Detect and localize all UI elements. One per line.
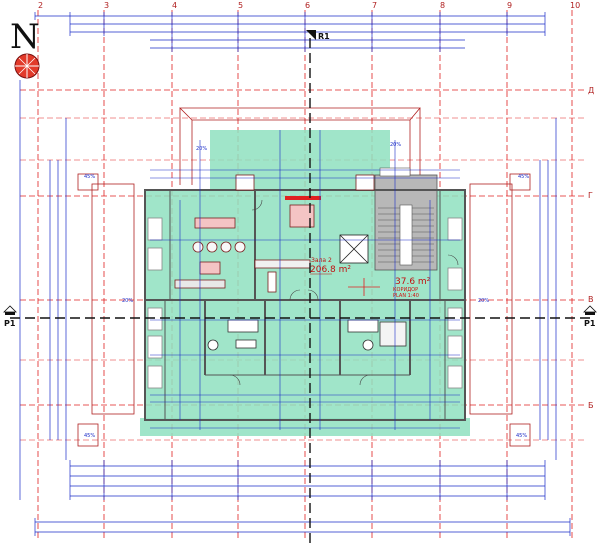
apartment-label-2: PLAN 1:40 bbox=[393, 293, 419, 299]
terrace-outlines bbox=[77, 107, 531, 447]
hall-label: Зала 2 bbox=[311, 257, 332, 264]
right-terrace bbox=[469, 183, 513, 415]
pct-top-left: 20% bbox=[196, 146, 207, 152]
sink-left bbox=[235, 339, 257, 349]
stool bbox=[192, 241, 204, 253]
toilet-right bbox=[362, 339, 374, 351]
pct-right-bottom: 45% bbox=[516, 433, 527, 439]
axis-col-5: 5 bbox=[238, 1, 243, 10]
axis-col-6: 6 bbox=[305, 1, 310, 10]
bottom-dimension-chains bbox=[34, 460, 571, 536]
row-axis-labels: Д Г В Б bbox=[588, 86, 594, 410]
pct-left-bottom: 45% bbox=[84, 433, 95, 439]
kitchen-counter bbox=[194, 217, 236, 229]
apartment-label-1: КОРИДОР bbox=[393, 287, 418, 293]
floor-fill-bottom-strip bbox=[140, 418, 470, 436]
axis-col-4: 4 bbox=[172, 1, 177, 10]
interior-dimension-lines bbox=[150, 130, 460, 430]
axis-row-g: Г bbox=[588, 191, 593, 200]
axis-row-v: В bbox=[588, 295, 594, 304]
top-dimension-chains bbox=[34, 12, 546, 52]
axis-col-3: 3 bbox=[104, 1, 109, 10]
bathtub-right bbox=[347, 319, 379, 333]
north-letter: N bbox=[10, 17, 40, 57]
dining-table bbox=[289, 204, 315, 228]
left-terrace bbox=[91, 183, 135, 415]
pct-right-top: 45% bbox=[518, 174, 529, 180]
pct-top-right: 20% bbox=[390, 142, 401, 148]
axis-row-d: Д bbox=[588, 86, 594, 95]
windows bbox=[147, 217, 463, 389]
axis-row-b: Б bbox=[588, 401, 594, 410]
axis-col-7: 7 bbox=[372, 1, 377, 10]
axis-col-2: 2 bbox=[38, 1, 43, 10]
counter bbox=[254, 259, 311, 269]
section-lines bbox=[10, 38, 590, 545]
slope-percentages: 20% 20% 45% 45% 45% 45% 20% 20% bbox=[84, 142, 529, 439]
axis-col-10: 10 bbox=[570, 1, 580, 10]
apartment-area: 37.6 m² bbox=[395, 277, 431, 287]
toilet-left bbox=[207, 339, 219, 351]
bathrooms bbox=[207, 319, 407, 351]
bed bbox=[379, 321, 407, 347]
pct-left-top: 45% bbox=[84, 174, 95, 180]
side-dimension-chains bbox=[19, 80, 557, 500]
room-labels: Зала 2 206.8 m² 37.6 m² КОРИДОР PLAN 1:4… bbox=[310, 257, 431, 299]
pct-mid-right: 20% bbox=[478, 298, 489, 304]
section-marker-p1-left[interactable]: P1 bbox=[3, 305, 17, 328]
section-marker-p1-right[interactable]: P1 bbox=[583, 305, 597, 328]
interior-walls bbox=[144, 189, 466, 421]
section-marker-r1[interactable]: R1 bbox=[306, 30, 330, 41]
side-table bbox=[199, 261, 221, 275]
north-arrow: N bbox=[10, 17, 40, 79]
section-label-p1-left: P1 bbox=[4, 319, 16, 328]
door-swings bbox=[229, 199, 459, 386]
hall-area: 206.8 m² bbox=[310, 265, 351, 275]
staircase bbox=[374, 167, 438, 271]
pct-mid-left: 20% bbox=[122, 298, 133, 304]
section-label-p1-right: P1 bbox=[584, 319, 596, 328]
axis-col-9: 9 bbox=[507, 1, 512, 10]
elevator-shaft bbox=[339, 234, 369, 264]
bathtub-left bbox=[227, 319, 259, 333]
column-axis-labels: 2 3 4 5 6 7 8 9 10 bbox=[38, 1, 580, 10]
section-label-r1: R1 bbox=[318, 32, 330, 41]
axis-col-8: 8 bbox=[440, 1, 445, 10]
